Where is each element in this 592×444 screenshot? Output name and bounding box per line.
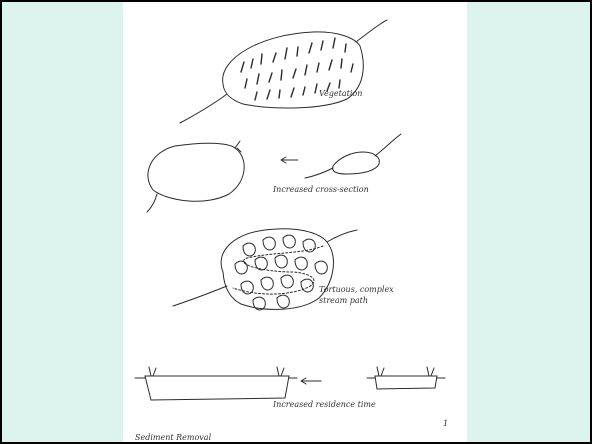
cross-section-label: Increased cross-section [272,185,369,194]
sketch-caption: Sediment Removal [135,433,212,442]
page-number: 1 [443,419,448,428]
cross-section-comparison: Increased cross-section [147,134,401,212]
shallow-basin-vegetation [377,367,434,376]
shallow-basin-outline [375,376,437,389]
sediment-removal-sketch: Vegetation Increased cross-section [123,2,467,442]
flow-arrow-left [281,157,298,163]
deep-basin-outline [145,376,289,400]
small-pond-outline [333,152,380,174]
residence-arrow-left [301,378,321,384]
tortuous-pond: Tortuous, complex stream path [173,229,394,310]
small-pond-inlet [375,134,401,156]
deep-basin-vegetation [149,367,284,376]
obstruction-cells [235,235,327,310]
tortuous-pond-outlet [173,286,227,306]
tortuous-label-line1: Tortuous, complex [319,285,394,294]
tortuous-label-line2: stream path [319,296,368,305]
vegetation-label: Vegetation [319,89,362,98]
vegetated-pond: Vegetation [180,20,387,123]
residence-time-comparison: Increased residence time [135,367,445,409]
inlet-stream [356,20,387,42]
enlarged-pond-outline [148,143,244,201]
tortuous-pond-inlet [327,230,357,242]
residence-time-label: Increased residence time [272,400,376,409]
sketch-page: Vegetation Increased cross-section [123,2,467,442]
outlet-stream [180,94,227,123]
enlarged-pond-outlet [147,194,157,212]
small-pond-outlet [305,168,333,178]
